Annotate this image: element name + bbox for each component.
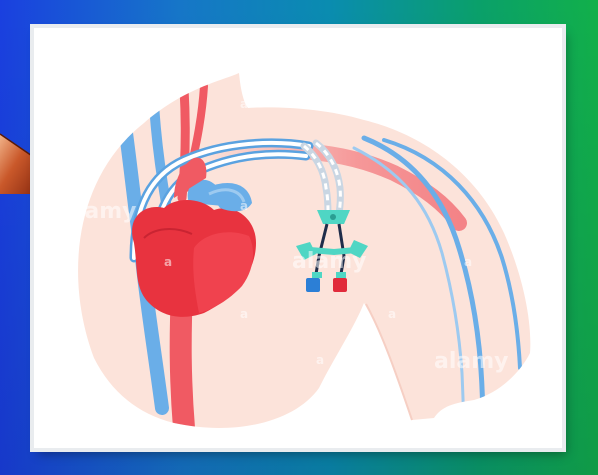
watermark-brand-2: alamy [292, 249, 367, 274]
watermark-letter-6: a [240, 97, 248, 111]
watermark-letter-5: a [388, 307, 396, 321]
watermark-brand-1: alamy [62, 199, 137, 224]
red-cap-icon [333, 278, 347, 292]
watermark-letter-4: a [316, 353, 324, 367]
port-catheter-illustration: alamy alamy alamy a a a a a a a [34, 28, 562, 448]
blue-cap-icon [306, 278, 320, 292]
watermark-letter-7: a [464, 255, 472, 269]
image-panel: alamy alamy alamy a a a a a a a [34, 28, 562, 448]
watermark-letter-2: a [240, 199, 248, 213]
watermark-letter-1: a [164, 255, 172, 269]
watermark-letter-3: a [240, 307, 248, 321]
watermark-brand-3: alamy [434, 349, 509, 374]
